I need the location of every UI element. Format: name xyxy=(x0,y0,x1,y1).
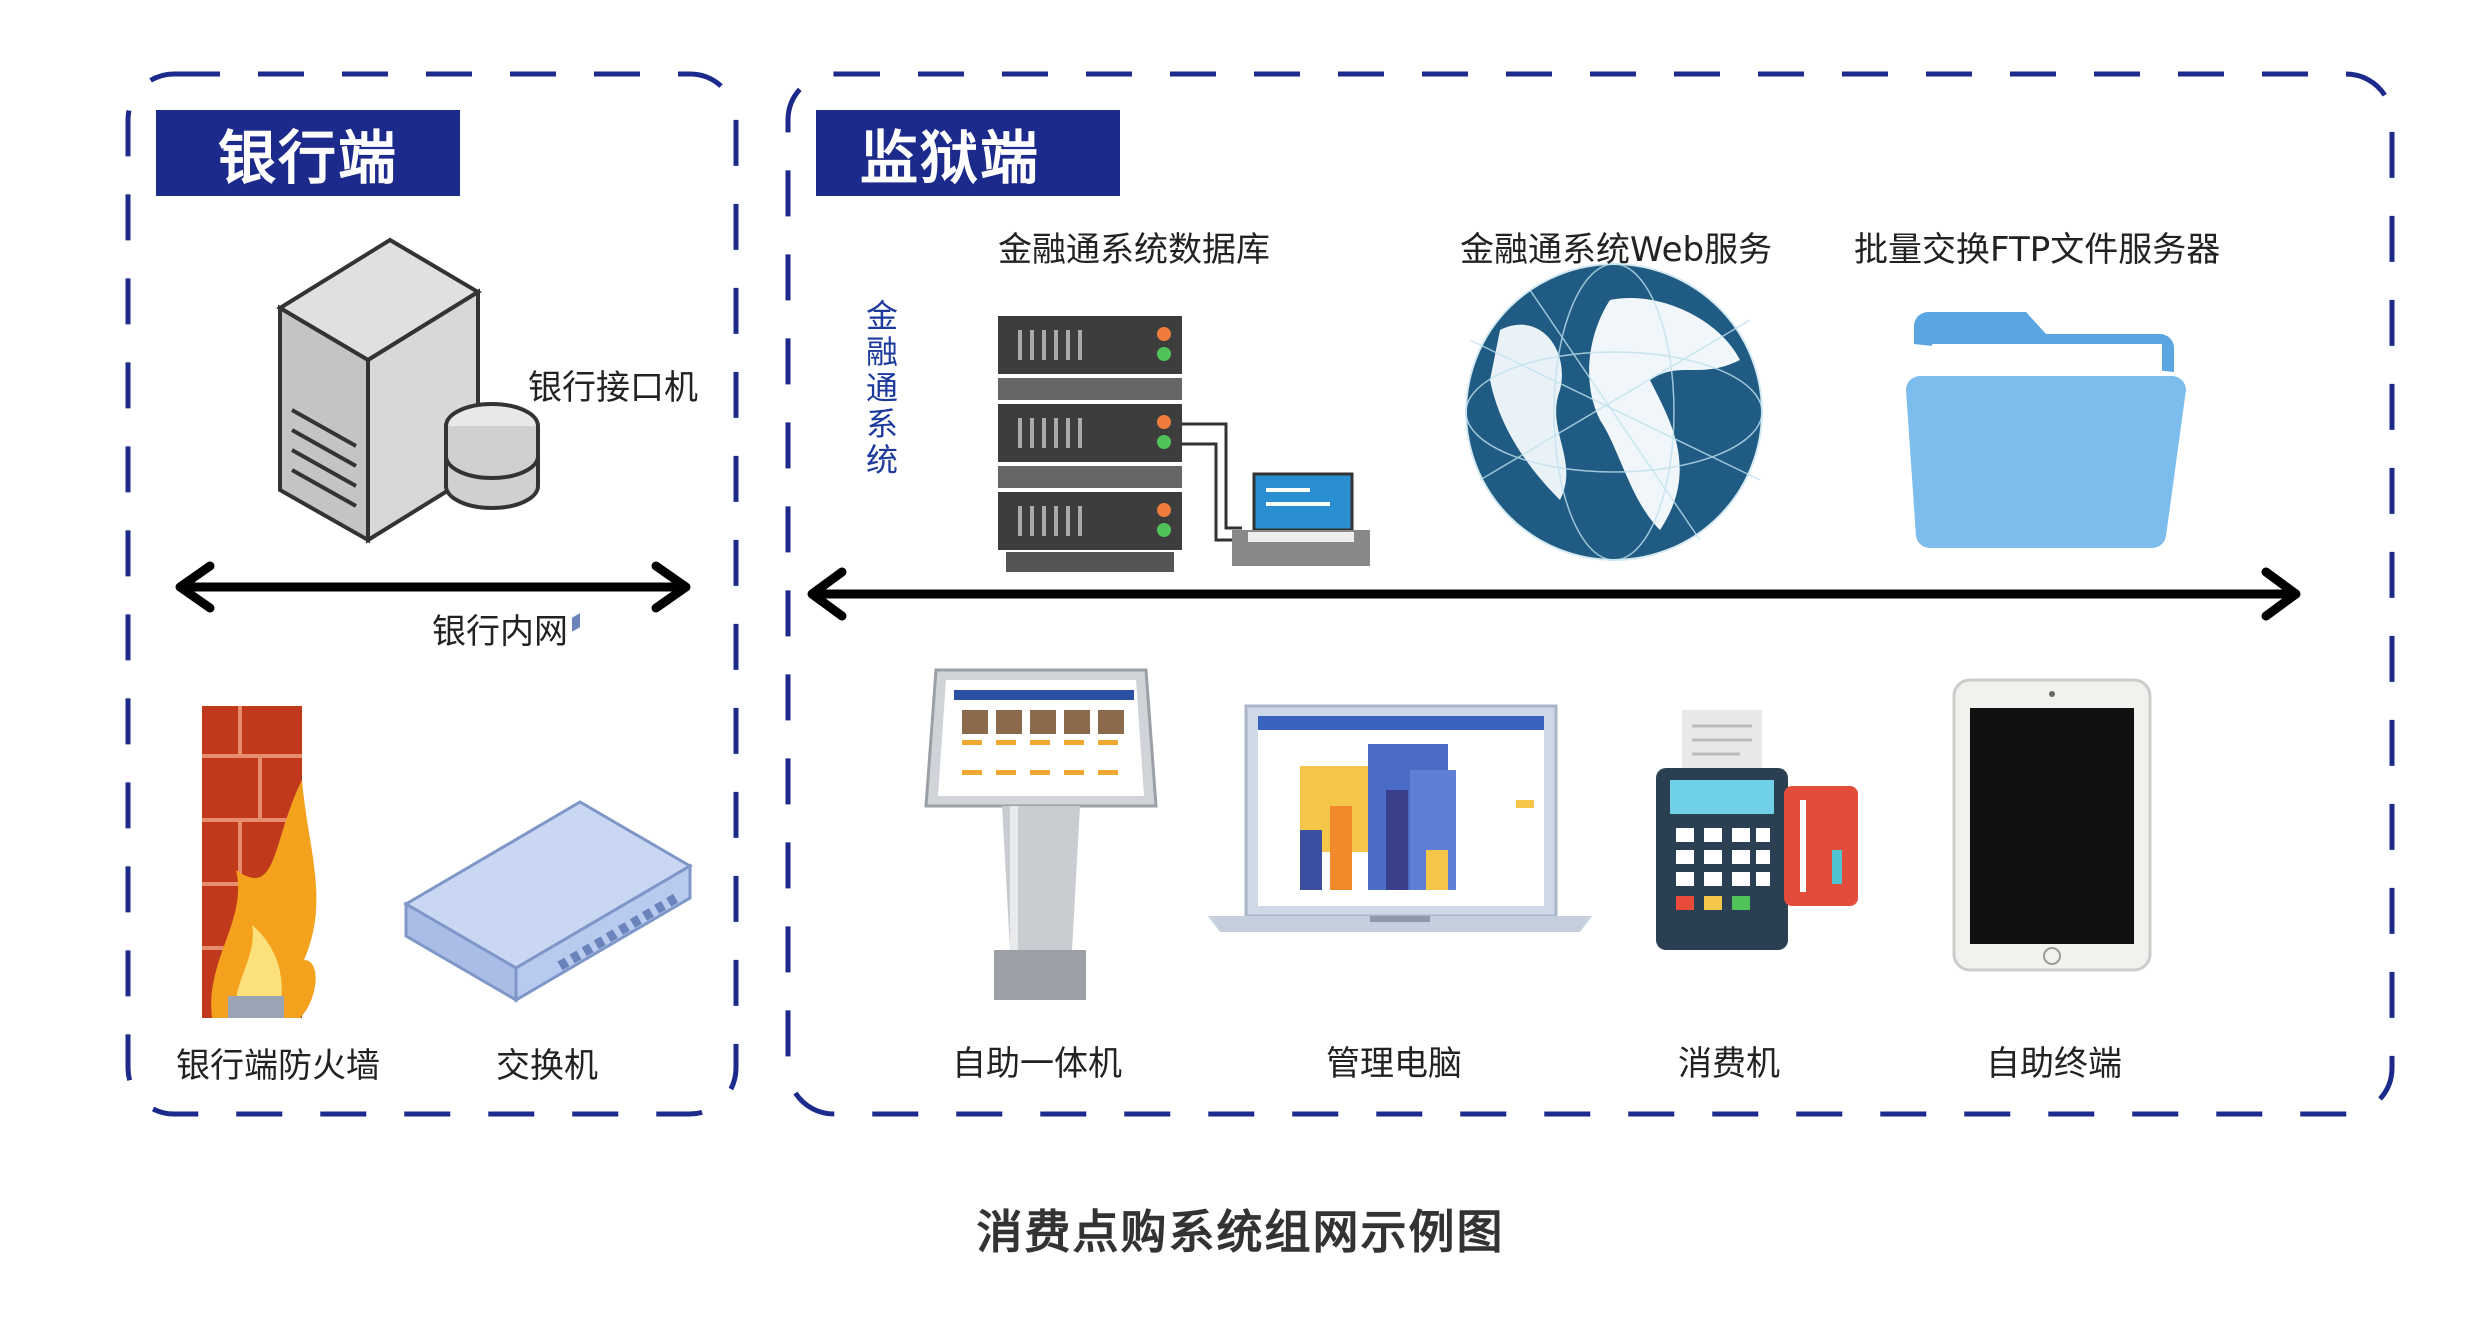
bank-intranet-arrow xyxy=(175,561,691,613)
bank-server-icon xyxy=(276,237,540,544)
folder-icon xyxy=(1906,312,2186,549)
prison-tablet-label: 自助终端 xyxy=(1986,1044,2122,1084)
switch-icon xyxy=(403,613,693,1003)
prison-title-text: 监狱端 xyxy=(860,124,1041,192)
prison-ftp-label: 批量交换FTP文件服务器 xyxy=(1854,230,2221,270)
diagram-caption: 消费点购系统组网示例图 xyxy=(976,1205,1505,1259)
prison-network-arrow xyxy=(807,567,2301,621)
prison-panel-border xyxy=(785,71,2395,1117)
prison-web-label: 金融通系统Web服务 xyxy=(1460,230,1773,270)
laptop-icon xyxy=(1208,704,1592,932)
bank-interface-machine-label: 银行接口机 xyxy=(528,368,698,408)
prison-kiosk-label: 自助一体机 xyxy=(952,1044,1122,1084)
tablet-icon xyxy=(1952,678,2152,972)
prison-system-vertical-label: 金融通系统 xyxy=(865,297,898,479)
firewall-icon xyxy=(202,706,317,1018)
bank-title: 银行端 xyxy=(156,110,460,196)
prison-pos-label: 消费机 xyxy=(1678,1044,1780,1084)
database-rack-icon xyxy=(998,316,1370,572)
prison-db-label: 金融通系统数据库 xyxy=(998,230,1270,270)
bank-title-text: 银行端 xyxy=(218,124,399,192)
bank-firewall-label: 银行端防火墙 xyxy=(176,1046,380,1086)
bank-intranet-label: 银行内网 xyxy=(432,612,568,652)
bank-switch-label: 交换机 xyxy=(496,1046,598,1086)
bank-panel-border xyxy=(125,71,739,1117)
prison-pc-label: 管理电脑 xyxy=(1326,1044,1462,1084)
globe-icon xyxy=(1465,263,1763,561)
kiosk-icon xyxy=(924,668,1158,1000)
pos-terminal-icon xyxy=(1656,710,1858,950)
prison-title: 监狱端 xyxy=(816,110,1120,196)
